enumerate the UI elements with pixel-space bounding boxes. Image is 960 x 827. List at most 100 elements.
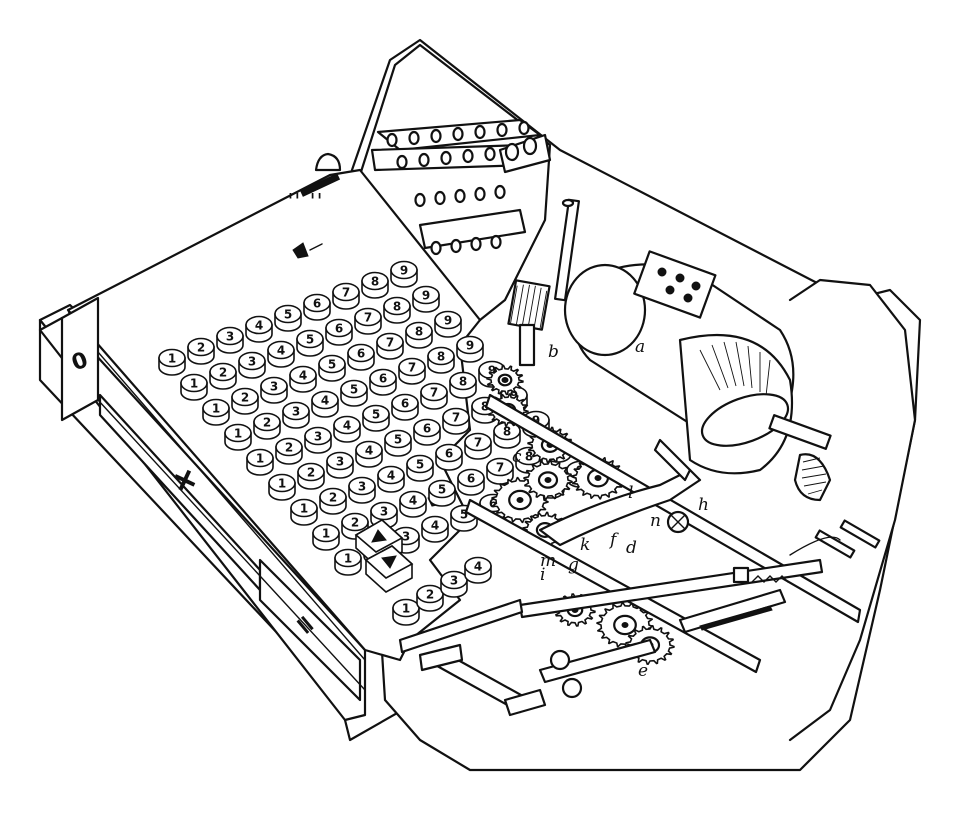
key-4-8[interactable]: 8 [427, 346, 455, 374]
key-8-6[interactable]: 6 [457, 468, 485, 496]
key-5-8[interactable]: 8 [449, 371, 477, 399]
key-8-1[interactable]: 1 [312, 523, 340, 551]
reset-knob[interactable] [522, 136, 538, 156]
key-label: 2 [197, 341, 205, 355]
key-1-9[interactable]: 9 [390, 260, 418, 288]
lower-key-1[interactable]: 1 [392, 598, 420, 626]
key-3-5[interactable]: 5 [318, 354, 346, 382]
key-3-3[interactable]: 3 [260, 376, 288, 404]
key-label: 8 [371, 275, 379, 289]
key-label: 9 [466, 339, 474, 353]
lower-key-2[interactable]: 2 [416, 584, 444, 612]
key-4-1[interactable]: 1 [224, 423, 252, 451]
key-8-5[interactable]: 5 [428, 479, 456, 507]
key-6-7[interactable]: 7 [442, 407, 470, 435]
key-label: 1 [344, 552, 352, 566]
key-label: 4 [409, 494, 417, 508]
key-label: 9 [444, 314, 452, 328]
key-7-8[interactable]: 8 [493, 421, 521, 449]
key-6-3[interactable]: 3 [326, 451, 354, 479]
arrow-key-down[interactable] [364, 545, 414, 593]
key-4-7[interactable]: 7 [398, 357, 426, 385]
lower-key-4[interactable]: 4 [464, 556, 492, 584]
gear-6 [523, 460, 573, 500]
callout-labels: a b c d e f g h i k l m n [512, 337, 709, 681]
lower-key-3[interactable]: 3 [440, 570, 468, 598]
key-2-3[interactable]: 3 [238, 351, 266, 379]
key-7-5[interactable]: 5 [406, 454, 434, 482]
key-7-1[interactable]: 1 [290, 498, 318, 526]
key-1-4[interactable]: 4 [245, 315, 273, 343]
key-3-4[interactable]: 4 [289, 365, 317, 393]
key-3-7[interactable]: 7 [376, 332, 404, 360]
key-6-6[interactable]: 6 [413, 418, 441, 446]
key-3-6[interactable]: 6 [347, 343, 375, 371]
key-3-8[interactable]: 8 [405, 321, 433, 349]
result-dial [408, 130, 420, 146]
key-2-6[interactable]: 6 [325, 318, 353, 346]
key-1-3[interactable]: 3 [216, 326, 244, 354]
key-5-2[interactable]: 2 [275, 437, 303, 465]
key-2-4[interactable]: 4 [267, 340, 295, 368]
key-5-7[interactable]: 7 [420, 382, 448, 410]
key-2-9[interactable]: 9 [412, 285, 440, 313]
key-7-6[interactable]: 6 [435, 443, 463, 471]
key-5-6[interactable]: 6 [391, 393, 419, 421]
key-4-6[interactable]: 6 [369, 368, 397, 396]
key-label: 6 [467, 472, 475, 486]
key-7-7[interactable]: 7 [464, 432, 492, 460]
key-2-1[interactable]: 1 [180, 373, 208, 401]
key-4-5[interactable]: 5 [340, 379, 368, 407]
callout-i: i [540, 565, 545, 585]
key-label: 8 [525, 450, 533, 464]
key-4-2[interactable]: 2 [253, 412, 281, 440]
key-1-1[interactable]: 1 [158, 348, 186, 376]
key-4-9[interactable]: 9 [456, 335, 484, 363]
key-8-4[interactable]: 4 [399, 490, 427, 518]
key-label: 3 [292, 405, 300, 419]
key-4-4[interactable]: 4 [311, 390, 339, 418]
key-9-5[interactable]: 5 [450, 504, 478, 532]
key-1-6[interactable]: 6 [303, 293, 331, 321]
key-6-5[interactable]: 5 [384, 429, 412, 457]
deck-switch-top[interactable] [292, 242, 323, 259]
key-label: 6 [401, 397, 409, 411]
key-7-3[interactable]: 3 [348, 476, 376, 504]
key-2-8[interactable]: 8 [383, 296, 411, 324]
key-label: 1 [190, 377, 198, 391]
key-5-1[interactable]: 1 [246, 448, 274, 476]
key-label: 9 [422, 289, 430, 303]
key-label: 7 [496, 461, 504, 475]
key-label: 6 [423, 422, 431, 436]
key-5-3[interactable]: 3 [304, 426, 332, 454]
reset-knob[interactable] [504, 142, 520, 162]
key-7-4[interactable]: 4 [377, 465, 405, 493]
key-label: 5 [416, 458, 424, 472]
key-label: 7 [364, 311, 372, 325]
key-9-1[interactable]: 1 [334, 548, 362, 576]
key-8-3[interactable]: 3 [370, 501, 398, 529]
key-6-4[interactable]: 4 [355, 440, 383, 468]
key-label: 3 [314, 430, 322, 444]
key-1-8[interactable]: 8 [361, 271, 389, 299]
key-3-2[interactable]: 2 [231, 387, 259, 415]
key-6-2[interactable]: 2 [297, 462, 325, 490]
key-1-2[interactable]: 2 [187, 337, 215, 365]
key-label: 9 [400, 264, 408, 278]
key-label: 2 [307, 466, 315, 480]
key-5-5[interactable]: 5 [362, 404, 390, 432]
key-2-7[interactable]: 7 [354, 307, 382, 335]
key-4-3[interactable]: 3 [282, 401, 310, 429]
key-9-4[interactable]: 4 [421, 515, 449, 543]
key-2-5[interactable]: 5 [296, 329, 324, 357]
key-1-7[interactable]: 7 [332, 282, 360, 310]
key-6-1[interactable]: 1 [268, 473, 296, 501]
key-1-5[interactable]: 5 [274, 304, 302, 332]
key-3-9[interactable]: 9 [434, 310, 462, 338]
key-label: 2 [351, 516, 359, 530]
key-3-1[interactable]: 1 [202, 398, 230, 426]
key-5-4[interactable]: 4 [333, 415, 361, 443]
key-7-2[interactable]: 2 [319, 487, 347, 515]
decimal-lever[interactable]: ı ı ᵒ ı ı [289, 152, 342, 202]
key-2-2[interactable]: 2 [209, 362, 237, 390]
